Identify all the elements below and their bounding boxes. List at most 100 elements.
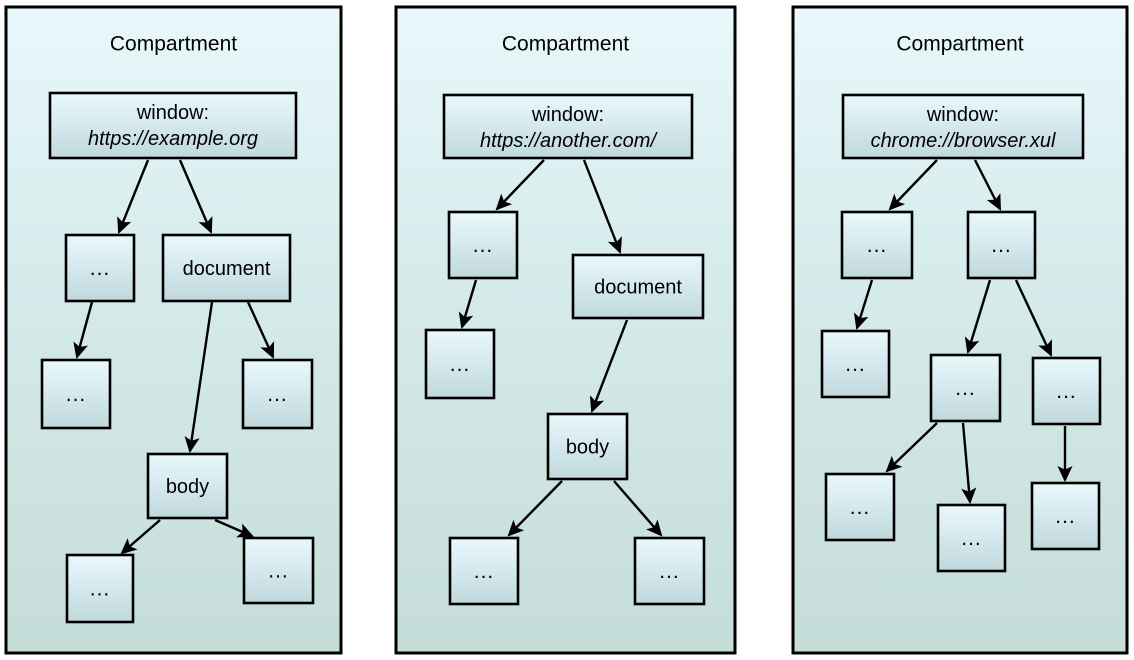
node-c2-body[interactable]: body <box>546 412 629 481</box>
edge-arrow <box>853 279 874 331</box>
node-window-url: chrome://browser.xul <box>871 130 1056 152</box>
node-c3-h[interactable]: ... <box>1030 481 1101 551</box>
compartment-title: Compartment <box>502 33 629 56</box>
node-box[interactable] <box>1030 481 1101 551</box>
edge-arrow <box>495 159 545 211</box>
node-box[interactable] <box>936 503 1007 573</box>
node-ellipsis-label: ... <box>268 560 289 583</box>
compartment-1: Compartment window: https://example.org...… <box>4 5 343 655</box>
edge-arrow <box>1014 279 1053 357</box>
node-box[interactable] <box>820 329 891 399</box>
node-box[interactable] <box>841 93 1085 160</box>
edge-arrow <box>507 480 563 537</box>
node-ellipsis-label: ... <box>850 496 871 519</box>
node-c2-document[interactable]: document <box>571 253 705 320</box>
edge-arrow <box>120 519 161 555</box>
edge-arrow <box>961 422 977 505</box>
node-c2-b[interactable]: ... <box>424 328 496 400</box>
node-c3-c[interactable]: ... <box>820 329 891 399</box>
compartment-title: Compartment <box>896 33 1023 56</box>
edge-arrow <box>73 301 94 360</box>
node-c2-a[interactable]: ... <box>447 210 519 280</box>
node-box[interactable] <box>571 253 705 320</box>
node-ellipsis-label: ... <box>474 560 495 583</box>
node-label: document <box>183 258 271 280</box>
node-c2-c[interactable]: ... <box>448 536 520 606</box>
node-c1-a[interactable]: ... <box>64 233 136 303</box>
node-c1-document[interactable]: document <box>161 233 292 303</box>
node-ellipsis-label: ... <box>90 578 111 601</box>
node-ellipsis-label: ... <box>66 383 87 406</box>
node-window-kind: window: <box>136 102 209 124</box>
node-c3-b[interactable]: ... <box>966 210 1037 280</box>
edge-arrow <box>246 301 275 359</box>
node-ellipsis-label: ... <box>1055 505 1076 528</box>
node-ellipsis-label: ... <box>450 353 471 376</box>
node-label: document <box>594 277 682 299</box>
node-box[interactable] <box>1031 356 1102 426</box>
edge-arrow <box>613 480 663 537</box>
node-ellipsis-label: ... <box>90 257 111 280</box>
node-c3-f[interactable]: ... <box>824 472 896 542</box>
node-c1-d[interactable]: ... <box>65 553 135 624</box>
node-c3-g[interactable]: ... <box>936 503 1007 573</box>
node-box[interactable] <box>447 210 519 280</box>
node-box[interactable] <box>242 536 315 605</box>
node-c3-a[interactable]: ... <box>840 210 914 280</box>
node-box[interactable] <box>65 553 135 624</box>
node-box[interactable] <box>633 536 706 606</box>
node-box[interactable] <box>840 210 914 280</box>
node-window-url: https://another.com/ <box>480 130 658 152</box>
node-box[interactable] <box>824 472 896 542</box>
node-box[interactable] <box>161 233 292 303</box>
node-box[interactable] <box>64 233 136 303</box>
node-c2-d[interactable]: ... <box>633 536 706 606</box>
edge-arrow <box>885 422 938 473</box>
node-c3-d[interactable]: ... <box>929 353 1002 423</box>
edge-arrow <box>214 518 254 538</box>
node-c1-b[interactable]: ... <box>40 358 112 430</box>
edge-arrow <box>178 159 213 234</box>
node-ellipsis-label: ... <box>473 234 494 257</box>
node-box[interactable] <box>40 358 112 430</box>
edge-arrow <box>117 159 150 234</box>
node-label: body <box>566 437 609 459</box>
node-box[interactable] <box>448 536 520 606</box>
edge-arrow <box>964 279 992 355</box>
node-c1-c[interactable]: ... <box>241 358 314 430</box>
compartment-2: Compartment window: https://another.com/..… <box>394 5 737 655</box>
compartment-title: Compartment <box>110 33 237 56</box>
node-box[interactable] <box>442 93 694 160</box>
node-ellipsis-label: ... <box>955 377 976 400</box>
edge-arrow <box>888 159 938 211</box>
edge-arrow <box>458 279 478 330</box>
node-ellipsis-label: ... <box>867 234 888 257</box>
node-c1-body[interactable]: body <box>146 452 229 520</box>
node-c1-window[interactable]: window: https://example.org <box>48 91 298 160</box>
node-box[interactable] <box>241 358 314 430</box>
node-ellipsis-label: ... <box>1056 380 1077 403</box>
edge-arrow <box>582 159 622 254</box>
diagram-layer: Compartment window: https://example.org...… <box>4 5 1129 655</box>
node-box[interactable] <box>48 91 298 160</box>
node-window-kind: window: <box>531 104 604 126</box>
node-c2-window[interactable]: window: https://another.com/ <box>442 93 694 160</box>
node-box[interactable] <box>146 452 229 520</box>
node-window-url: https://example.org <box>88 128 258 150</box>
node-c1-e[interactable]: ... <box>242 536 315 605</box>
node-ellipsis-label: ... <box>845 353 866 376</box>
node-c3-window[interactable]: window: chrome://browser.xul <box>841 93 1085 160</box>
node-window-kind: window: <box>926 104 999 126</box>
node-box[interactable] <box>546 412 629 481</box>
node-label: body <box>166 476 209 498</box>
node-ellipsis-label: ... <box>267 383 288 406</box>
edge-arrow <box>184 301 214 454</box>
node-box[interactable] <box>424 328 496 400</box>
node-ellipsis-label: ... <box>991 234 1012 257</box>
node-box[interactable] <box>966 210 1037 280</box>
node-ellipsis-label: ... <box>961 527 982 550</box>
node-box[interactable] <box>929 353 1002 423</box>
node-c3-e[interactable]: ... <box>1031 356 1102 426</box>
